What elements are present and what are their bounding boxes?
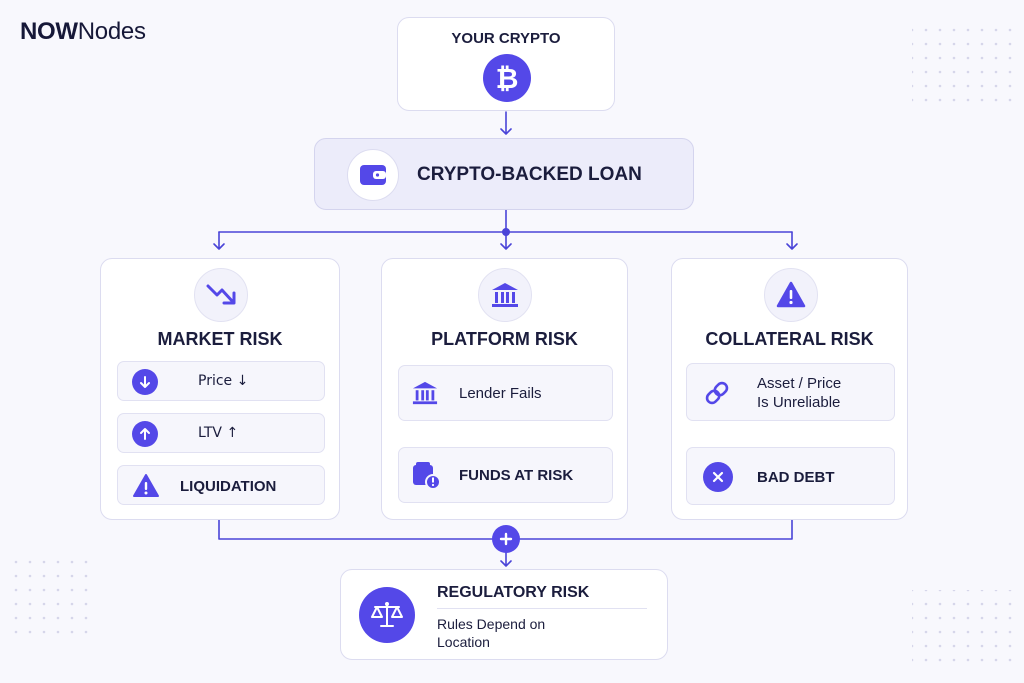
loan-card: CRYPTO-BACKED LOAN [314, 138, 694, 210]
wallet-alert-icon [413, 462, 441, 490]
market-item-ltv: LTV ↑ [117, 413, 325, 453]
arrow-crypto-to-loan [500, 111, 512, 135]
loan-title: CRYPTO-BACKED LOAN [417, 164, 642, 185]
platform-item-funds-label: FUNDS AT RISK [459, 467, 574, 484]
wallet-icon [347, 149, 399, 201]
market-item-liquidation: LIQUIDATION [117, 465, 325, 505]
regulatory-divider [437, 608, 647, 609]
collateral-risk-title: COLLATERAL RISK [705, 329, 874, 349]
dot-grid-bottom-right [912, 590, 1012, 664]
dot-grid-bottom-left [14, 560, 92, 640]
plus-icon [492, 525, 520, 553]
platform-item-lender-label: Lender Fails [459, 385, 542, 402]
warning-icon [133, 474, 159, 497]
market-item-price-label: Price ↓ [198, 373, 249, 389]
brand-logo-bold: NOW [20, 18, 78, 45]
regulatory-risk-card: REGULATORY RISK Rules Depend on Location [340, 569, 668, 660]
platform-risk-title: PLATFORM RISK [431, 329, 578, 349]
bank-icon-small [412, 381, 438, 405]
arrow-down-icon [132, 369, 158, 395]
regulatory-line1: Rules Depend on [437, 616, 546, 632]
branch-junction-dot [502, 228, 510, 236]
platform-item-funds: FUNDS AT RISK [398, 447, 613, 503]
bank-icon [478, 268, 532, 322]
market-item-price: Price ↓ [117, 361, 325, 401]
collateral-item-asset: Asset / Price Is Unreliable [686, 363, 895, 421]
dot-grid-top-right [912, 18, 1012, 102]
collateral-item-asset-line2: Is Unreliable [757, 394, 841, 411]
arrow-to-market [213, 231, 225, 250]
warning-icon [764, 268, 818, 322]
your-crypto-title: YOUR CRYPTO [451, 30, 561, 47]
market-item-ltv-label: LTV ↑ [198, 425, 239, 441]
trending-down-icon [194, 268, 248, 322]
regulatory-line2: Location [437, 634, 490, 650]
regulatory-risk-title: REGULATORY RISK [437, 584, 590, 601]
arrow-up-icon [132, 421, 158, 447]
platform-item-lender: Lender Fails [398, 365, 613, 421]
link-icon [705, 381, 729, 405]
arrow-to-regulatory [500, 551, 512, 567]
scales-icon [359, 587, 415, 643]
platform-risk-card: PLATFORM RISK Lender Fails FUNDS AT RISK [381, 258, 628, 520]
market-risk-card: MARKET RISK Price ↓ LTV ↑ LIQUIDATION [100, 258, 340, 520]
collateral-risk-card: COLLATERAL RISK Asset / Price Is Unrelia… [671, 258, 908, 520]
bitcoin-icon: ₿ [483, 54, 531, 102]
collateral-item-asset-line1: Asset / Price [757, 375, 842, 392]
brand-logo-light: Nodes [77, 18, 146, 45]
collateral-item-baddebt-label: BAD DEBT [757, 469, 835, 486]
brand-logo: NOWNodes [20, 18, 146, 46]
x-circle-icon [703, 462, 733, 492]
your-crypto-card: YOUR CRYPTO ₿ [397, 17, 615, 111]
arrow-to-collateral [786, 231, 798, 250]
market-risk-title: MARKET RISK [157, 329, 283, 349]
collateral-item-baddebt: BAD DEBT [686, 447, 895, 505]
market-item-liquidation-label: LIQUIDATION [180, 478, 277, 495]
